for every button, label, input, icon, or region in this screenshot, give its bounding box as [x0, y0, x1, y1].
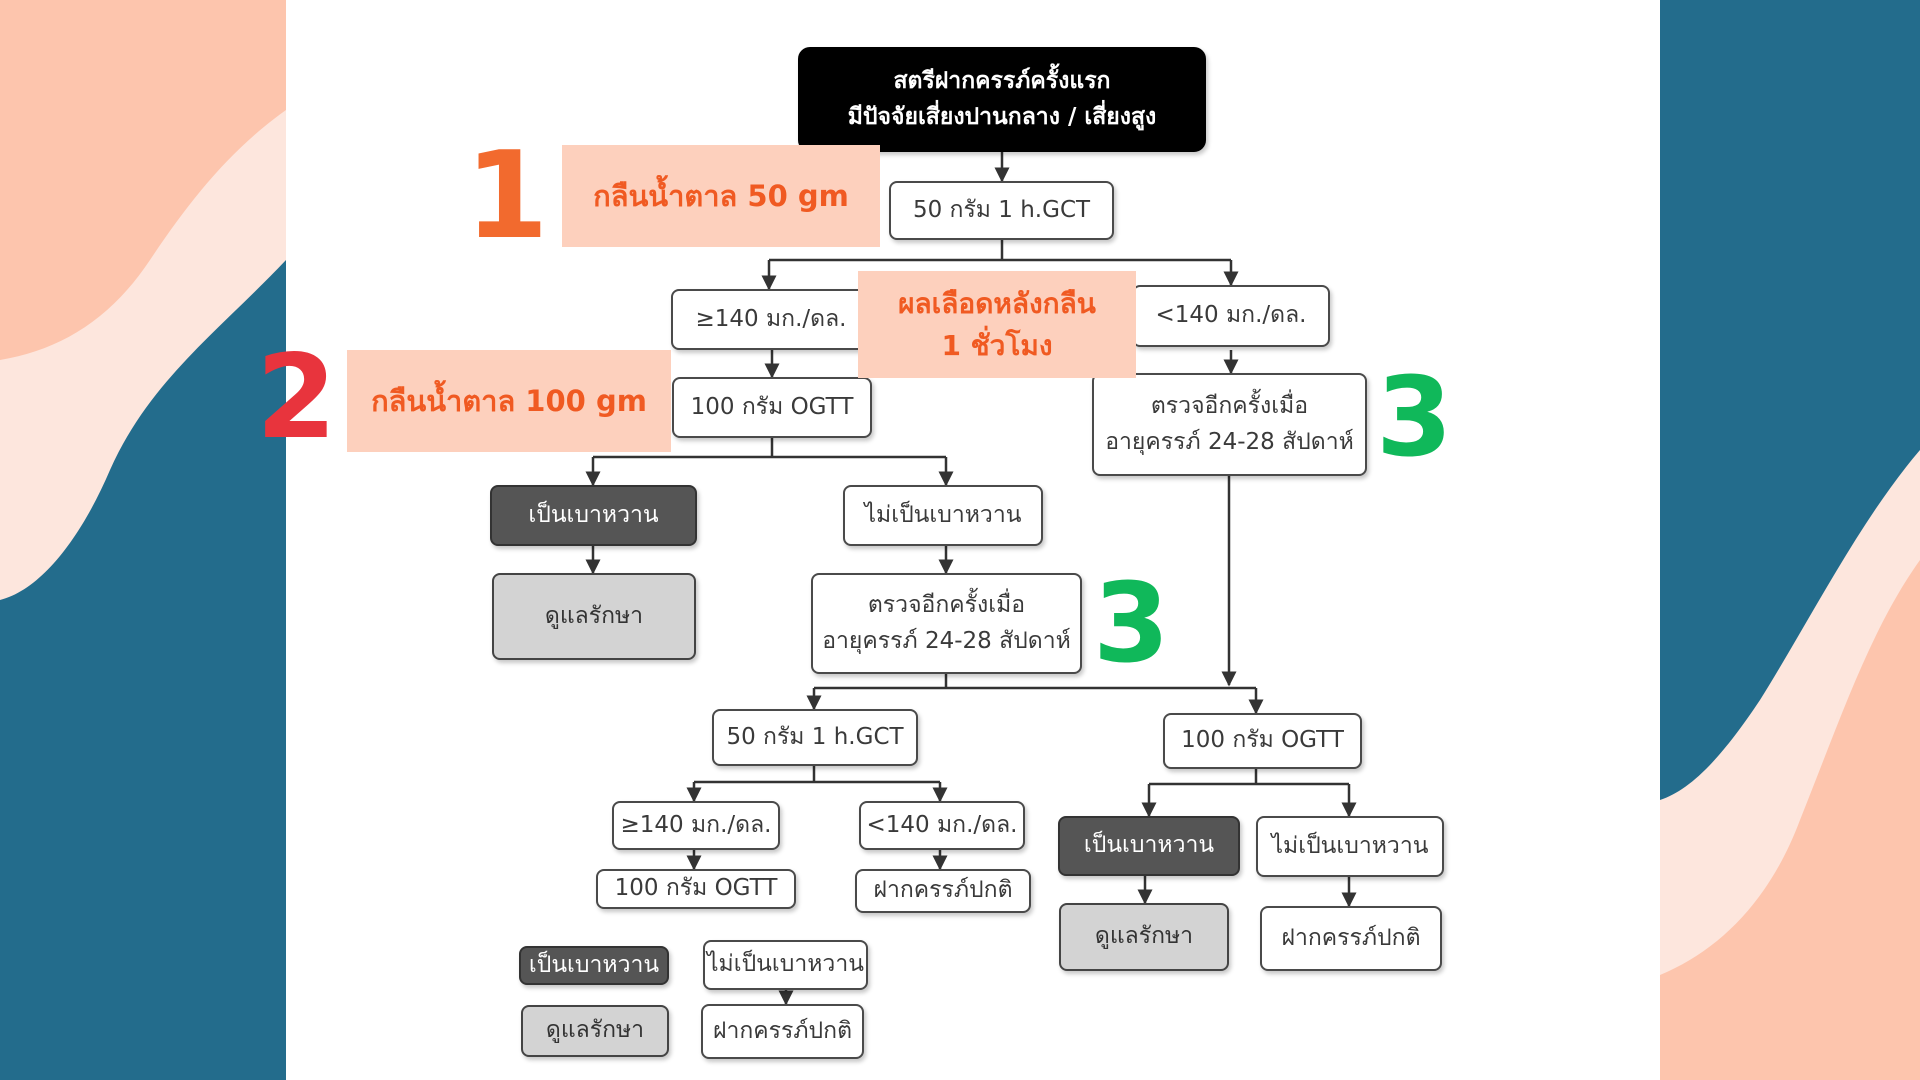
gct-50g-top-node: 50 กรัม 1 h.GCT	[889, 181, 1114, 240]
no-diabetes-right-label: ไม่เป็นเบาหวาน	[1271, 832, 1429, 859]
glucose-lt140-top-node: <140 มก./ดล.	[1132, 285, 1330, 347]
normal-anc-mid-label: ฝากครรภ์ปกติ	[873, 877, 1013, 904]
recheck-center-line1: ตรวจอีกครั้งเมื่อ	[867, 591, 1026, 618]
no-diabetes-bottom-label: ไม่เป็นเบาหวาน	[706, 951, 864, 978]
diabetes-right-label: เป็นเบาหวาน	[1083, 832, 1215, 859]
start-node-line1: สตรีฝากครรภ์ครั้งแรก	[893, 67, 1111, 94]
glucose-ge140-bottom-label: ≥140 มก./ดล.	[620, 811, 772, 838]
treatment-bottom-node: ดูแลรักษา	[521, 1005, 669, 1057]
step-badge-1: 1	[465, 127, 549, 266]
no-diabetes-right-node: ไม่เป็นเบาหวาน	[1256, 816, 1444, 877]
recheck-center-line2: อายุครรภ์ 24-28 สัปดาห์	[822, 627, 1071, 654]
recheck-right-node: ตรวจอีกครั้งเมื่อ อายุครรภ์ 24-28 สัปดาห…	[1092, 373, 1367, 476]
glucose-lt140-bottom-node: <140 มก./ดล.	[859, 801, 1025, 850]
step-badge-3-center: 3	[1093, 559, 1170, 687]
recheck-right-line1: ตรวจอีกครั้งเมื่อ	[1150, 392, 1309, 419]
ogtt-100g-bottom-node: 100 กรัม OGTT	[596, 869, 796, 909]
glucose-lt140-bottom-label: <140 มก./ดล.	[866, 811, 1018, 838]
background-wave-right	[1660, 0, 1920, 1080]
diabetes-bottom-node: เป็นเบาหวาน	[519, 946, 669, 985]
recheck-right-line2: อายุครรภ์ 24-28 สัปดาห์	[1105, 428, 1354, 455]
glucose-ge140-top-label: ≥140 มก./ดล.	[695, 305, 847, 332]
diabetes-left-label: เป็นเบาหวาน	[528, 501, 659, 528]
recheck-center-node: ตรวจอีกครั้งเมื่อ อายุครรภ์ 24-28 สัปดาห…	[811, 573, 1082, 674]
normal-anc-mid-node: ฝากครรภ์ปกติ	[855, 869, 1031, 913]
no-diabetes-bottom-node: ไม่เป็นเบาหวาน	[703, 940, 868, 990]
step-badge-3-right: 3	[1376, 353, 1453, 481]
gct-50g-bottom-node: 50 กรัม 1 h.GCT	[712, 709, 918, 766]
no-diabetes-left-node: ไม่เป็นเบาหวาน	[843, 485, 1043, 546]
normal-anc-bottom-node: ฝากครรภ์ปกติ	[701, 1004, 864, 1059]
start-node: สตรีฝากครรภ์ครั้งแรก มีปัจจัยเสี่ยงปานกล…	[798, 47, 1206, 152]
treatment-left-label: ดูแลรักษา	[544, 602, 644, 629]
treatment-right-label: ดูแลรักษา	[1094, 923, 1194, 950]
gct-50g-bottom-label: 50 กรัม 1 h.GCT	[726, 723, 904, 750]
gct-50g-top-label: 50 กรัม 1 h.GCT	[912, 196, 1091, 223]
normal-anc-right-node: ฝากครรภ์ปกติ	[1260, 906, 1442, 971]
normal-anc-right-label: ฝากครรภ์ปกติ	[1281, 924, 1421, 951]
ogtt-100g-left-node: 100 กรัม OGTT	[672, 377, 872, 438]
callout-glucose-50gm: กลืนน้ำตาล 50 gm	[562, 145, 880, 247]
treatment-left-node: ดูแลรักษา	[492, 573, 696, 660]
ogtt-100g-right-label: 100 กรัม OGTT	[1181, 727, 1344, 754]
callout-blood-result-line2: 1 ชั่วโมง	[941, 328, 1053, 362]
start-node-line2: มีปัจจัยเสี่ยงปานกลาง / เสี่ยงสูง	[847, 103, 1157, 130]
glucose-ge140-bottom-node: ≥140 มก./ดล.	[612, 801, 780, 850]
callout-glucose-100gm-text: กลืนน้ำตาล 100 gm	[371, 384, 647, 418]
glucose-ge140-top-node: ≥140 มก./ดล.	[671, 289, 871, 350]
normal-anc-bottom-label: ฝากครรภ์ปกติ	[712, 1017, 853, 1044]
treatment-bottom-label: ดูแลรักษา	[545, 1017, 645, 1044]
callout-blood-result-1h: ผลเลือดหลังกลืน 1 ชั่วโมง	[858, 271, 1136, 378]
diabetes-right-node: เป็นเบาหวาน	[1058, 816, 1240, 876]
background-wave-left	[0, 0, 286, 1080]
treatment-right-node: ดูแลรักษา	[1059, 903, 1229, 971]
callout-blood-result-line1: ผลเลือดหลังกลืน	[898, 286, 1096, 320]
callout-glucose-50gm-text: กลืนน้ำตาล 50 gm	[593, 179, 849, 213]
no-diabetes-left-label: ไม่เป็นเบาหวาน	[864, 501, 1022, 528]
ogtt-100g-left-label: 100 กรัม OGTT	[690, 393, 854, 420]
callout-glucose-100gm: กลืนน้ำตาล 100 gm	[347, 350, 671, 452]
gdm-screening-flowchart: สตรีฝากครรภ์ครั้งแรก มีปัจจัยเสี่ยงปานกล…	[256, 0, 1660, 1080]
diabetes-bottom-label: เป็นเบาหวาน	[528, 951, 660, 978]
step-badge-2: 2	[256, 330, 337, 465]
flowchart-connectors	[585, 152, 1357, 1006]
diabetes-left-node: เป็นเบาหวาน	[490, 485, 697, 546]
ogtt-100g-right-node: 100 กรัม OGTT	[1163, 713, 1362, 769]
ogtt-100g-bottom-label: 100 กรัม OGTT	[614, 875, 778, 902]
glucose-lt140-top-label: <140 มก./ดล.	[1155, 302, 1307, 329]
